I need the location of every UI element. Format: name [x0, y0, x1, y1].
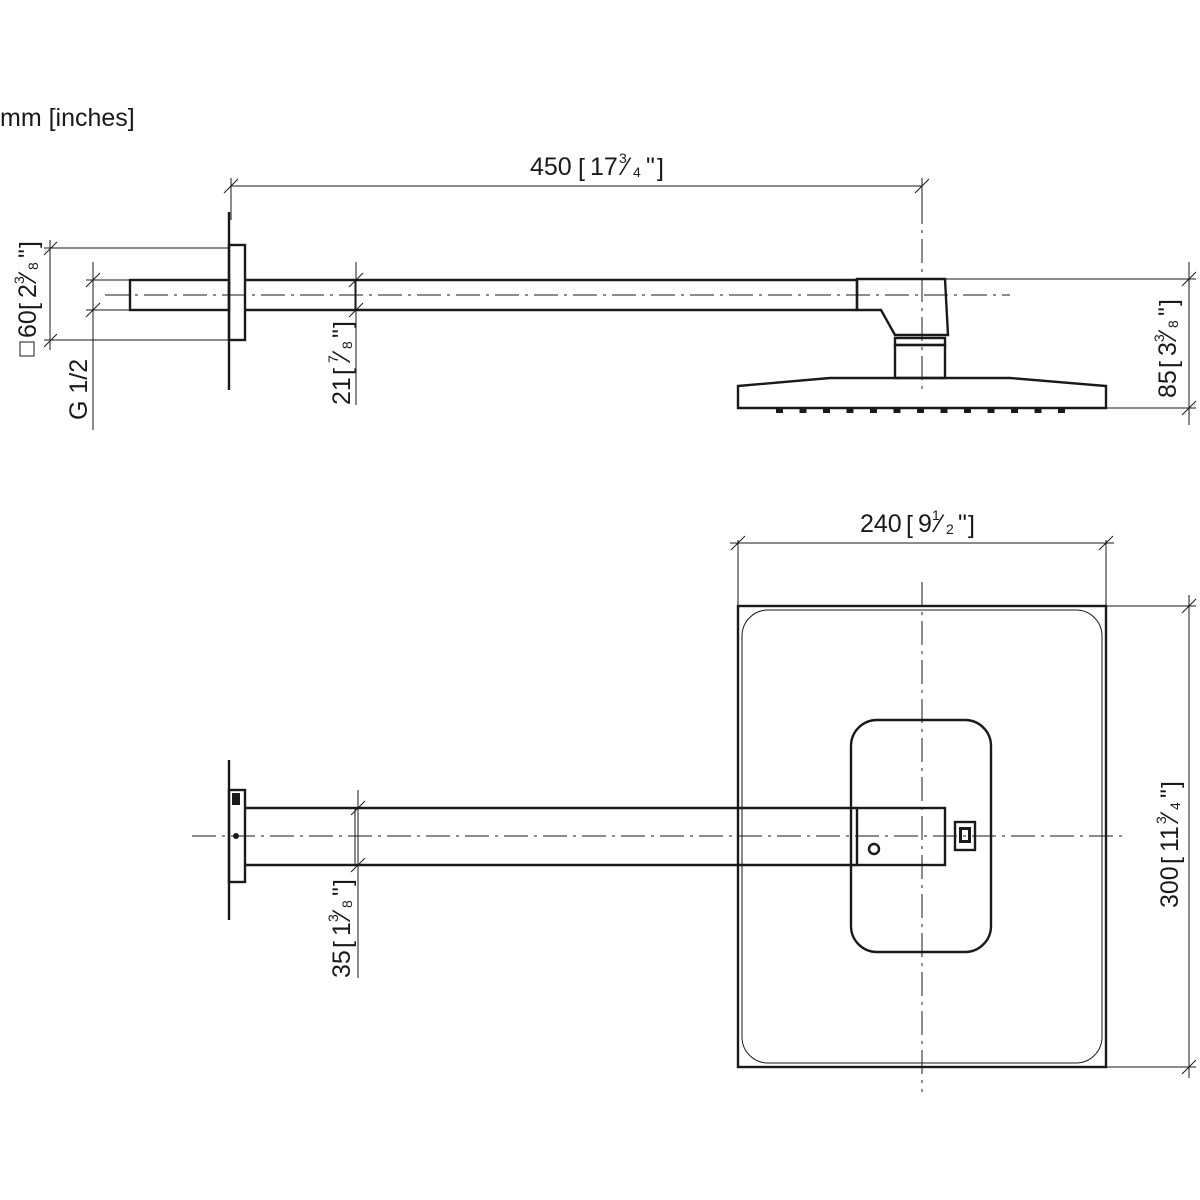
thread-label: G 1/2 [65, 359, 93, 420]
svg-text:[: [ [1157, 857, 1185, 864]
svg-text:]: ] [15, 241, 43, 248]
dim-60-whole: 2 [14, 284, 42, 298]
arm-elbow [855, 277, 950, 337]
svg-text:]: ] [1155, 299, 1183, 306]
dim-240-mark: " [958, 510, 967, 538]
nozzle [776, 408, 783, 413]
dim-240-mm: 240 [860, 510, 902, 538]
dim-60-num: 3 [11, 276, 27, 284]
dim-300-num: 3 [1153, 816, 1169, 824]
svg-text:[: [ [1155, 361, 1183, 368]
nozzle [1034, 408, 1042, 413]
units-label: mm [inches] [0, 104, 135, 132]
nozzle [870, 408, 877, 413]
nozzle [1011, 408, 1018, 413]
dim-60-den: 8 [25, 262, 41, 270]
dim-450-whole: 17 [590, 153, 618, 181]
dim-21-den: 8 [339, 341, 355, 349]
dim-300-whole: 11 [1156, 826, 1184, 852]
dim-35-den: 8 [339, 900, 355, 908]
svg-text:]: ] [657, 154, 664, 182]
dim-85-den: 8 [1165, 320, 1181, 328]
dim-85-whole: 3 [1154, 342, 1182, 356]
dim-450-num: 3 [619, 150, 627, 166]
set-screw [867, 842, 881, 856]
dim-35-num: 3 [325, 914, 341, 922]
dim-85-mark: " [1154, 307, 1182, 316]
svg-text:[: [ [15, 303, 43, 310]
dim-300-den: 4 [1167, 802, 1183, 810]
dim-21-mark: " [328, 329, 356, 338]
dim-60-mm: 60 [14, 310, 42, 338]
dim-450-mm: 450 [530, 153, 572, 181]
svg-text:[: [ [329, 941, 357, 948]
nozzle [987, 408, 995, 413]
dim-85-num: 3 [1151, 334, 1167, 342]
svg-text:[: [ [329, 368, 357, 375]
dim-21-mm: 21 [328, 377, 356, 405]
svg-text:]: ] [329, 879, 357, 886]
shower-head-profile [736, 376, 1108, 410]
dim-240-num: 1 [932, 507, 940, 523]
nozzle [917, 408, 924, 413]
dim-450-bracket-open: [ [578, 154, 585, 182]
square-dimension-symbol [19, 341, 35, 357]
dim-35-whole: 1 [328, 922, 356, 936]
nozzle [940, 408, 948, 413]
svg-text:]: ] [329, 321, 357, 328]
wall-flange [227, 243, 247, 342]
nozzle [893, 408, 901, 413]
side-view: 450 [ 17 3 ⁄ 4 " ] 60 [ 2 3 ⁄ 8 " ] [11, 150, 1197, 430]
top-view: 240 [ 9 1 ⁄ 2 " ] 300 [ 11 3 ⁄ 4 " ] 35 … [192, 507, 1197, 1092]
nozzle [823, 408, 830, 413]
dim-60-mark: " [14, 249, 42, 258]
dim-35-mark: " [328, 887, 356, 896]
dim-85-mm: 85 [1154, 370, 1182, 398]
svg-text:]: ] [968, 511, 975, 539]
nozzle [1058, 408, 1065, 413]
dim-300-mm: 300 [1156, 866, 1184, 908]
nozzle [964, 408, 971, 413]
nozzle [846, 408, 854, 413]
connector-body [893, 343, 947, 380]
svg-text:]: ] [1157, 781, 1185, 788]
dim-35-mm: 35 [328, 950, 356, 978]
dim-240-den: 2 [946, 521, 954, 537]
dim-240-whole: 9 [918, 510, 932, 538]
dim-450-den: 4 [633, 164, 641, 180]
nozzle [799, 408, 807, 413]
dim-21-num: 7 [325, 355, 341, 363]
dim-300-mark: " [1156, 789, 1184, 798]
nozzle-row [776, 408, 1065, 413]
dim-450-mark: " [646, 153, 655, 181]
svg-text:[: [ [906, 511, 913, 539]
